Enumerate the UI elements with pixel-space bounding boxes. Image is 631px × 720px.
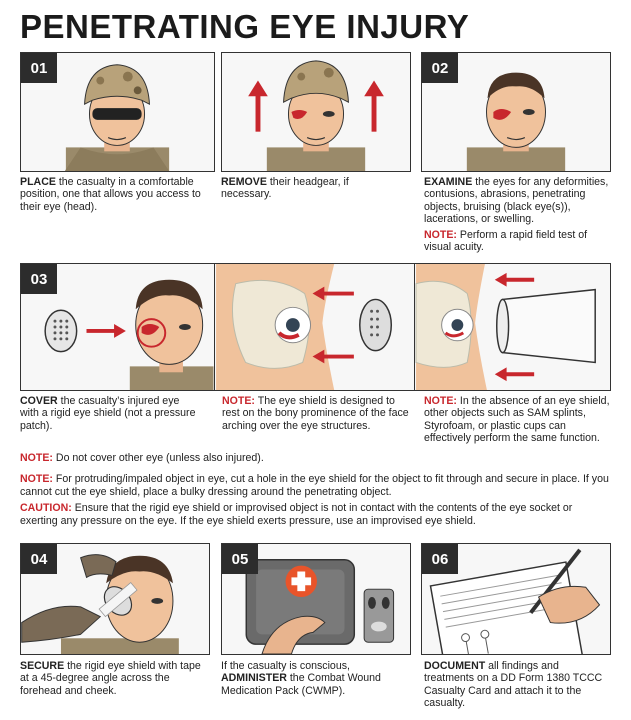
panel-03-cup [415, 263, 611, 391]
note-other-eye: NOTE: Do not cover other eye (unless als… [20, 452, 264, 464]
secure-shield-tape-illustration [21, 554, 179, 654]
panel-02-examine: 02 [421, 52, 611, 172]
step-number-01: 01 [21, 53, 57, 83]
cover-eye-shield-illustration [44, 279, 214, 390]
page-title: PENETRATING EYE INJURY [20, 8, 470, 45]
caption-02: EXAMINE the eyes for any deformities, co… [424, 176, 609, 226]
panel-01-remove [221, 52, 411, 172]
caption-06: DOCUMENT all findings and treatments on … [424, 660, 603, 710]
caption-01: PLACE the casualty in a comfortable posi… [20, 176, 201, 213]
caption-03-note2: NOTE: In the absence of an eye shield, o… [424, 395, 610, 445]
soldier-with-helmet-illustration [64, 64, 170, 171]
panel-03-skull [215, 263, 415, 391]
step-number-02: 02 [422, 53, 458, 83]
caption-03: COVER the casualty’s injured eye with a … [20, 395, 196, 432]
panel-04-secure: 04 [20, 543, 210, 655]
step-number-06: 06 [422, 544, 458, 574]
caption-04: SECURE the rigid eye shield with tape at… [20, 660, 201, 697]
caption-01-remove: REMOVE their headgear, if necessary. [221, 176, 349, 201]
examine-eye-illustration [466, 72, 566, 171]
step-number-04: 04 [21, 544, 57, 574]
panel-01-place: 01 [20, 52, 215, 172]
panel-05-administer: 05 [221, 543, 411, 655]
skull-eye-shield-illustration [216, 264, 393, 390]
step-number-05: 05 [222, 544, 258, 574]
step-number-03: 03 [21, 264, 57, 294]
improvised-cup-shield-illustration [415, 264, 596, 390]
caption-02-note: NOTE: Perform a rapid field test of visu… [424, 229, 588, 254]
casualty-card-illustration [429, 548, 601, 654]
caption-03-note1: NOTE: The eye shield is designed to rest… [222, 395, 409, 432]
remove-headgear-illustration [248, 60, 384, 171]
caption-05: If the casualty is conscious, ADMINISTER… [221, 660, 381, 697]
panel-03-cover: 03 [20, 263, 215, 391]
panel-06-document: 06 [421, 543, 611, 655]
medication-pack-illustration [245, 558, 395, 654]
caution-eye-pressure: CAUTION: Ensure that the rigid eye shiel… [20, 502, 573, 527]
note-impaled-object: NOTE: For protruding/impaled object in e… [20, 473, 609, 498]
